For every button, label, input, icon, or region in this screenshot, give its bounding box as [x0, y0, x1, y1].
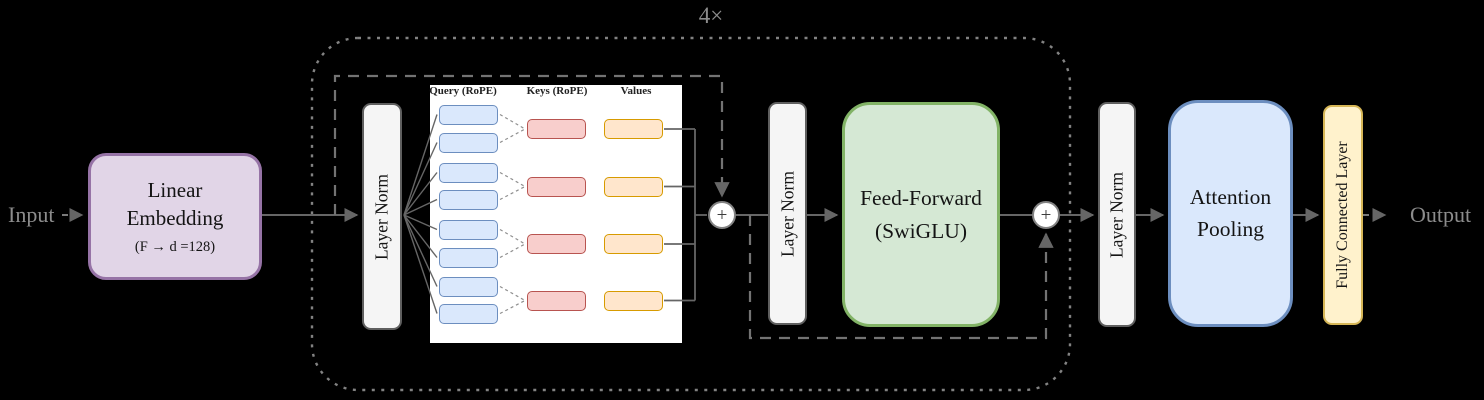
keys-column-header: Keys (RoPE) [526, 85, 588, 97]
key-box [527, 119, 586, 139]
values-column-header: Values [620, 85, 652, 97]
attention-pooling-label: Attention Pooling [1189, 185, 1272, 241]
query-to-key-line [499, 285, 526, 302]
input-label: Input [8, 202, 55, 227]
query-to-key-line [499, 243, 526, 259]
norm-to-query-line [403, 214, 438, 231]
linear-embedding-title: Linear Embedding [126, 178, 224, 230]
attention-pooling-block: Attention Pooling [1168, 100, 1293, 327]
query-to-key-line [499, 128, 526, 144]
query-to-key-line [499, 171, 526, 188]
value-box [604, 119, 663, 139]
value-box [604, 234, 663, 254]
layer-norm-1-label: Layer Norm [371, 173, 392, 260]
norm-to-query-line [403, 172, 438, 216]
key-box [527, 290, 586, 311]
query-box [439, 219, 498, 240]
fully-connected-block: Fully Connected Layer [1323, 105, 1363, 325]
query-column-header: Query (RoPE) [429, 85, 497, 97]
output-label: Output [1410, 202, 1472, 227]
query-to-key-line [499, 185, 526, 201]
residual-add-1: + [708, 201, 736, 229]
residual-skip-2 [748, 215, 1054, 340]
layer-norm-1-block: Layer Norm [362, 103, 402, 330]
norm-to-query-line [403, 214, 438, 287]
repeat-count-label: 4× [698, 3, 724, 28]
residual-add-2: + [1032, 201, 1060, 229]
norm-to-query-line [403, 142, 438, 216]
layer-norm-2-label: Layer Norm [777, 170, 797, 257]
value-box [604, 176, 663, 197]
key-box [527, 234, 586, 254]
norm-to-query-line [403, 214, 438, 314]
linear-embedding-block: Linear Embedding (F → d =128) [88, 153, 262, 280]
linear-embedding-dims: (F → d =128) [134, 238, 216, 255]
query-box [439, 162, 498, 183]
norm-to-query-line [403, 214, 438, 258]
layer-norm-3-block: Layer Norm [1098, 102, 1136, 327]
layer-norm-2-block: Layer Norm [768, 102, 807, 325]
norm-to-query-line [403, 198, 438, 216]
query-box [439, 189, 498, 210]
query-box [439, 247, 498, 268]
query-box [439, 276, 498, 297]
query-box [439, 104, 498, 125]
layer-norm-3-label: Layer Norm [1106, 171, 1127, 258]
query-to-key-line [499, 299, 526, 315]
fully-connected-label: Fully Connected Layer [1334, 141, 1351, 289]
value-box [604, 290, 663, 311]
attention-fan-lines [403, 113, 707, 315]
query-box [439, 132, 498, 153]
feed-forward-label: Feed-Forward (SwiGLU) [860, 186, 982, 243]
key-box [527, 176, 586, 197]
query-box [439, 303, 498, 324]
residual-skip-1 [333, 74, 730, 215]
query-to-key-line [499, 228, 526, 245]
feed-forward-block: Feed-Forward (SwiGLU) [842, 102, 1000, 327]
norm-to-query-line [403, 114, 438, 216]
query-to-key-line [499, 113, 526, 130]
